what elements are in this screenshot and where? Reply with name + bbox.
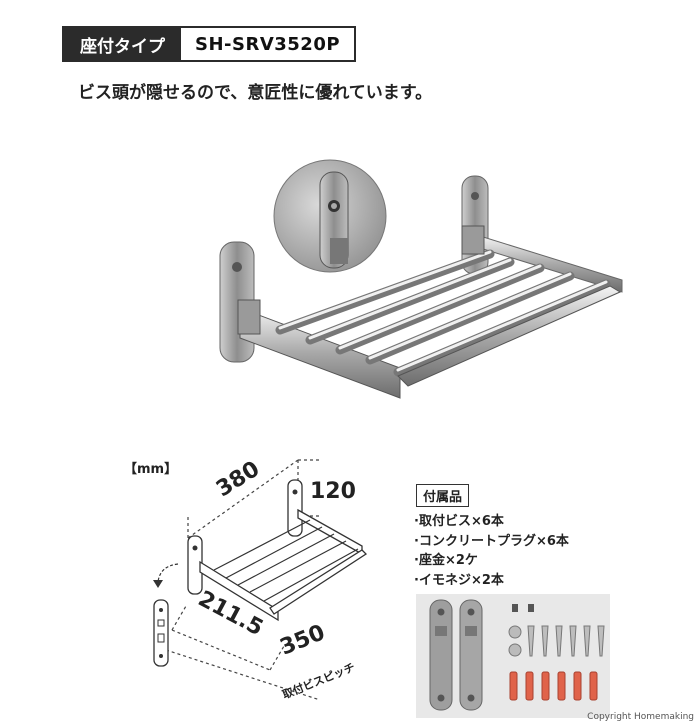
accessory-item: ·座金×2ケ xyxy=(414,553,478,568)
dim-pitch: 350 xyxy=(277,620,329,660)
product-photo xyxy=(219,159,623,399)
dim-width: 380 xyxy=(212,457,264,503)
accessory-item: ·イモネジ×2本 xyxy=(414,572,504,588)
dimension-drawing: 380 120 211.5 350 取付ビスピッチ xyxy=(153,457,368,700)
accessories-photo xyxy=(416,594,610,718)
accessories-title: 付属品 xyxy=(416,484,470,507)
accessories-list: ·取付ビス×6本 ·コンクリートプラグ×6本 ·座金×2ケ ·イモネジ×2本 xyxy=(414,512,569,590)
model-number: SH-SRV3520P xyxy=(181,28,355,60)
unit-label: 【mm】 xyxy=(124,462,178,477)
dim-depth: 120 xyxy=(310,479,356,504)
copyright: Copyright Homemaking xyxy=(587,712,694,722)
dim-pitch-label: 取付ビスピッチ xyxy=(280,660,357,700)
dim-height: 211.5 xyxy=(194,586,267,641)
type-label: 座付タイプ xyxy=(64,28,181,60)
accessory-item: ·取付ビス×6本 xyxy=(414,514,504,529)
description: ビス頭が隠せるので、意匠性に優れています。 xyxy=(78,83,433,103)
model-badge: 座付タイプ SH-SRV3520P xyxy=(62,26,357,62)
accessory-item: ·コンクリートプラグ×6本 xyxy=(414,533,569,549)
